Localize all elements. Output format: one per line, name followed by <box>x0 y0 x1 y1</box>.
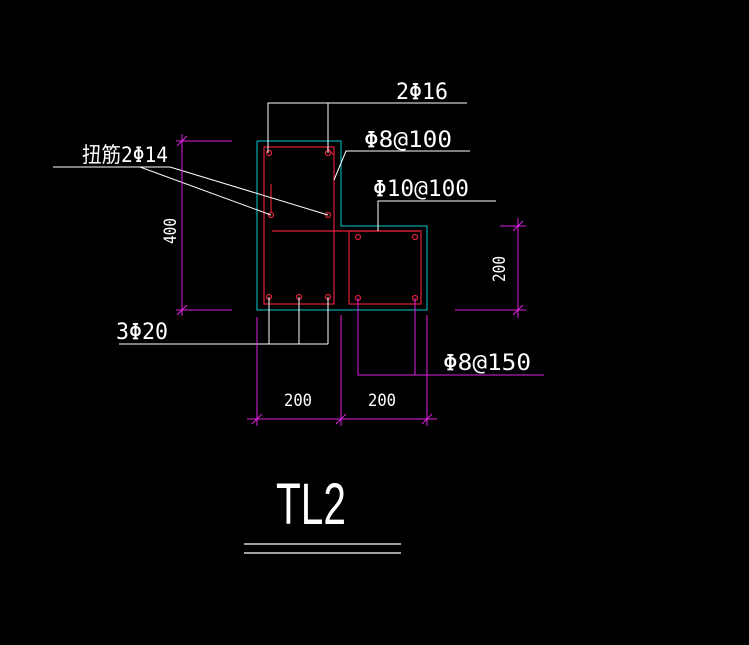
label-stirrup-ledge: Φ10@100 <box>373 177 469 202</box>
dim-width-ledge: 200 <box>368 391 396 411</box>
dim-height-main: 400 <box>161 218 181 244</box>
ledge-stirrup <box>348 230 422 305</box>
leader-lines <box>53 102 496 345</box>
label-bottom-bars: 3Φ20 <box>116 320 168 345</box>
title-underline <box>244 543 401 554</box>
label-top-bars: 2Φ16 <box>396 80 448 105</box>
bar-ledge-top-right <box>411 233 419 241</box>
drawing-title: TL2 <box>276 472 346 537</box>
dim-height-ledge: 200 <box>490 256 510 282</box>
label-torsion-bars: 扭筋2Φ14 <box>82 143 168 167</box>
bar-top-left <box>265 149 273 157</box>
dimension-lines <box>176 134 544 426</box>
bar-ledge-top-left <box>354 233 362 241</box>
label-stirrup-main: Φ8@100 <box>364 128 452 153</box>
concrete-outline <box>256 140 428 311</box>
main-stirrup <box>263 146 335 305</box>
dim-width-main: 200 <box>284 391 312 411</box>
label-stirrup-ledge-vertical: Φ8@150 <box>443 351 531 376</box>
